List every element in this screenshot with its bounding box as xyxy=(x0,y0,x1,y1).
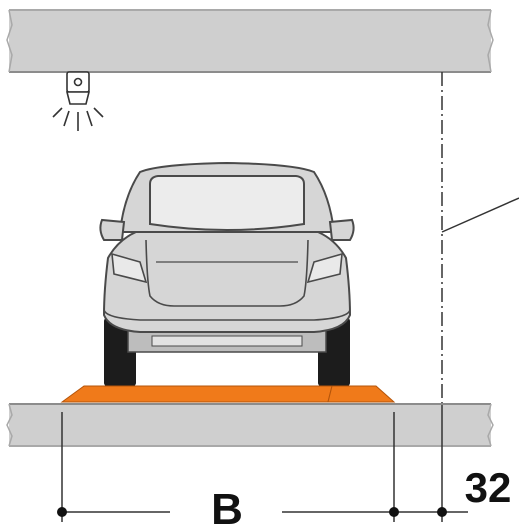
ceiling-slab xyxy=(6,9,494,73)
floor-slab xyxy=(6,403,494,447)
dimension-32-label: 32 xyxy=(465,464,512,511)
parking-platform xyxy=(60,385,396,403)
leader-line xyxy=(441,197,519,233)
dimension-extension-lines xyxy=(61,405,443,522)
ceiling-light-icon xyxy=(52,71,104,131)
car-rear-view xyxy=(99,161,355,386)
dimension-b-label: B xyxy=(211,485,243,528)
dimension-markers xyxy=(57,507,447,517)
